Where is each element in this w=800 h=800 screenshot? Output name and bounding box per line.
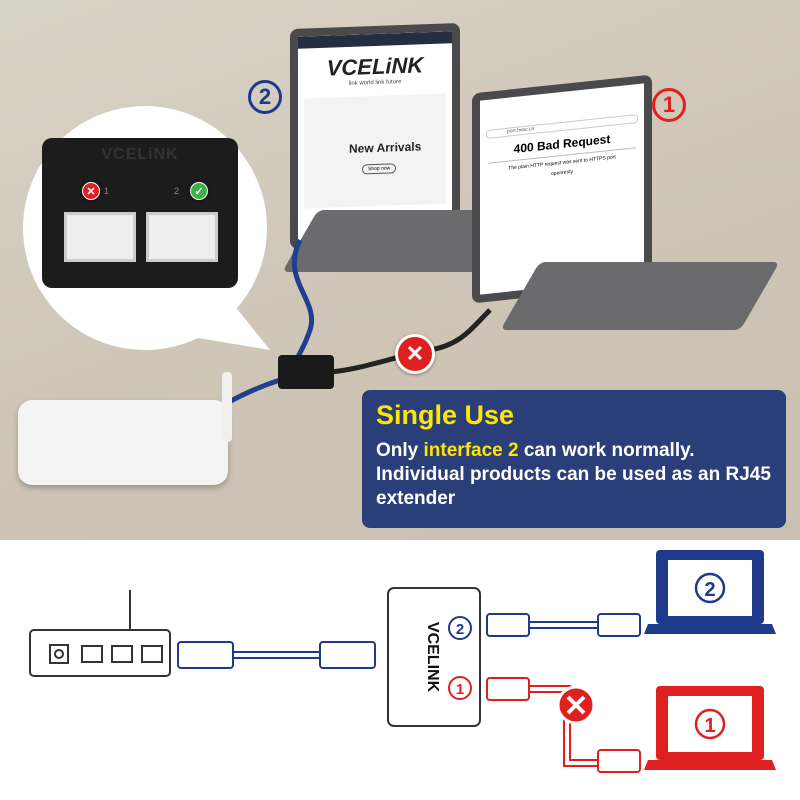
cable-port-2-to-laptop [486, 613, 641, 637]
callout-line-1: Only interface 2 can work normally. [376, 439, 772, 463]
port-1-label: 1 [104, 186, 110, 196]
router-diagram-icon [29, 590, 171, 677]
router-antenna [222, 372, 232, 442]
single-use-callout: Single Use Only interface 2 can work nor… [362, 390, 786, 528]
port-2-ok-icon: ✓ [190, 182, 208, 200]
adapter-closeup: VCELiNK ✕ 1 2 ✓ [42, 138, 238, 288]
callout-line-2: Individual products can be used as an RJ… [376, 464, 771, 509]
text: can work normally. [518, 440, 695, 461]
port-2-number: 2 [456, 621, 464, 638]
laptop-2-diagram-icon [644, 550, 776, 634]
cable-router-to-splitter [177, 641, 376, 669]
text: Only [376, 440, 424, 461]
laptop-2-number: 2 [704, 579, 715, 601]
splitter-diagram [387, 587, 481, 727]
cable-to-laptop-2 [291, 238, 315, 374]
router [18, 400, 228, 485]
laptop-2-number-badge: 2 [248, 80, 282, 114]
port-2-label: 2 [174, 186, 180, 196]
splitter-brand: VCELINK [424, 622, 441, 693]
connection-diagram: VCELINK 2 1 2 1 [29, 550, 776, 773]
port-1-fail-badge: ✕ [395, 334, 435, 374]
laptop-1-number-badge: 1 [652, 88, 686, 122]
port-1-fail-icon: ✕ [82, 182, 100, 200]
rj45-port-2 [146, 212, 218, 262]
rj45-port-1 [64, 212, 136, 262]
interface-highlight: interface 2 [423, 440, 519, 461]
splitter-adapter [278, 355, 334, 389]
laptop-1-number: 1 [704, 715, 715, 737]
adapter-brand: VCELiNK [101, 146, 179, 163]
product-photo: VCELiNK link world link future New Arriv… [0, 0, 800, 540]
callout-title: Single Use [376, 400, 515, 430]
fail-x-icon [556, 685, 596, 725]
port-1-number: 1 [456, 681, 464, 698]
laptop-1-diagram-icon [644, 686, 776, 770]
